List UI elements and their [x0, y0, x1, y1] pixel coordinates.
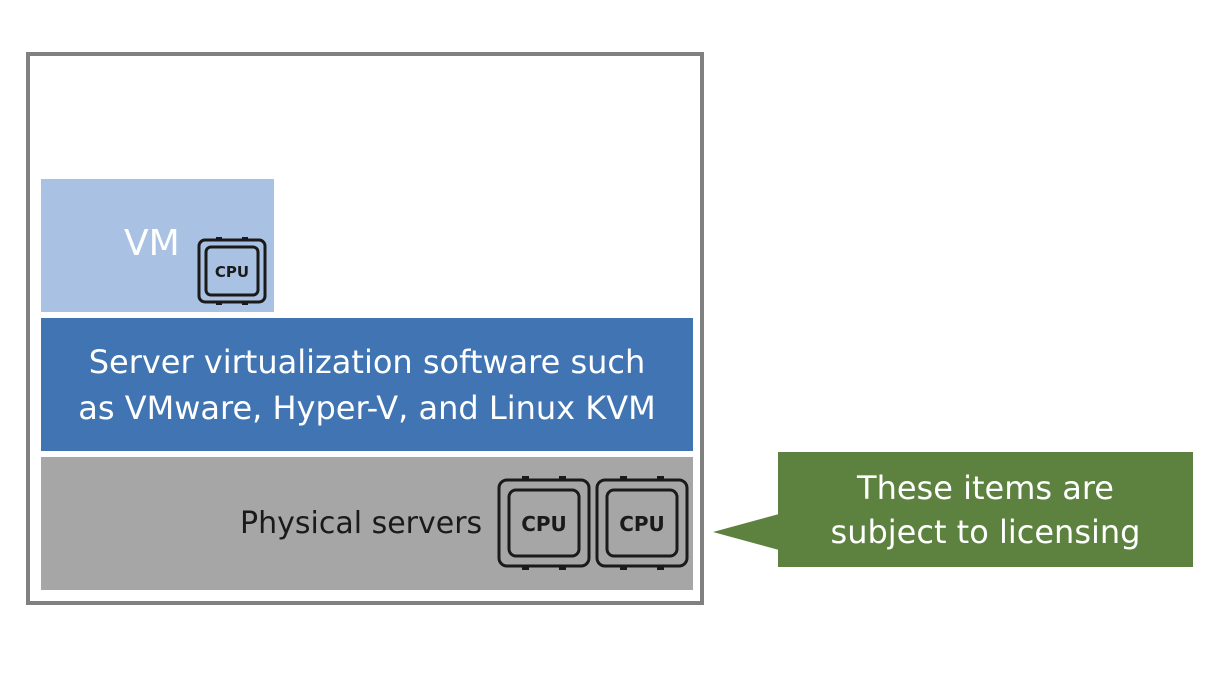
licensing-callout: These items are subject to licensing	[713, 452, 1193, 567]
physical-cpu-text-1: CPU	[521, 512, 567, 536]
vm-cpu-icon: CPU	[197, 237, 267, 305]
vm-label: VM	[124, 223, 180, 264]
vm-cpu-text: CPU	[215, 263, 249, 281]
hypervisor-label-line2: as VMware, Hyper-V, and Linux KVM	[78, 388, 656, 427]
callout-line2: subject to licensing	[830, 512, 1141, 551]
physical-cpu-text-2: CPU	[619, 512, 665, 536]
hypervisor-layer: Server virtualization software such as V…	[41, 318, 693, 451]
physical-cpu-icon-2: CPU	[595, 476, 689, 570]
physical-server-label: Physical servers	[240, 506, 483, 541]
physical-cpu-icon-1: CPU	[497, 476, 591, 570]
hypervisor-label-line1: Server virtualization software such	[88, 342, 646, 381]
callout-pointer-arrow	[713, 514, 779, 550]
callout-box: These items are subject to licensing	[778, 452, 1193, 567]
callout-line1: These items are	[857, 468, 1114, 507]
